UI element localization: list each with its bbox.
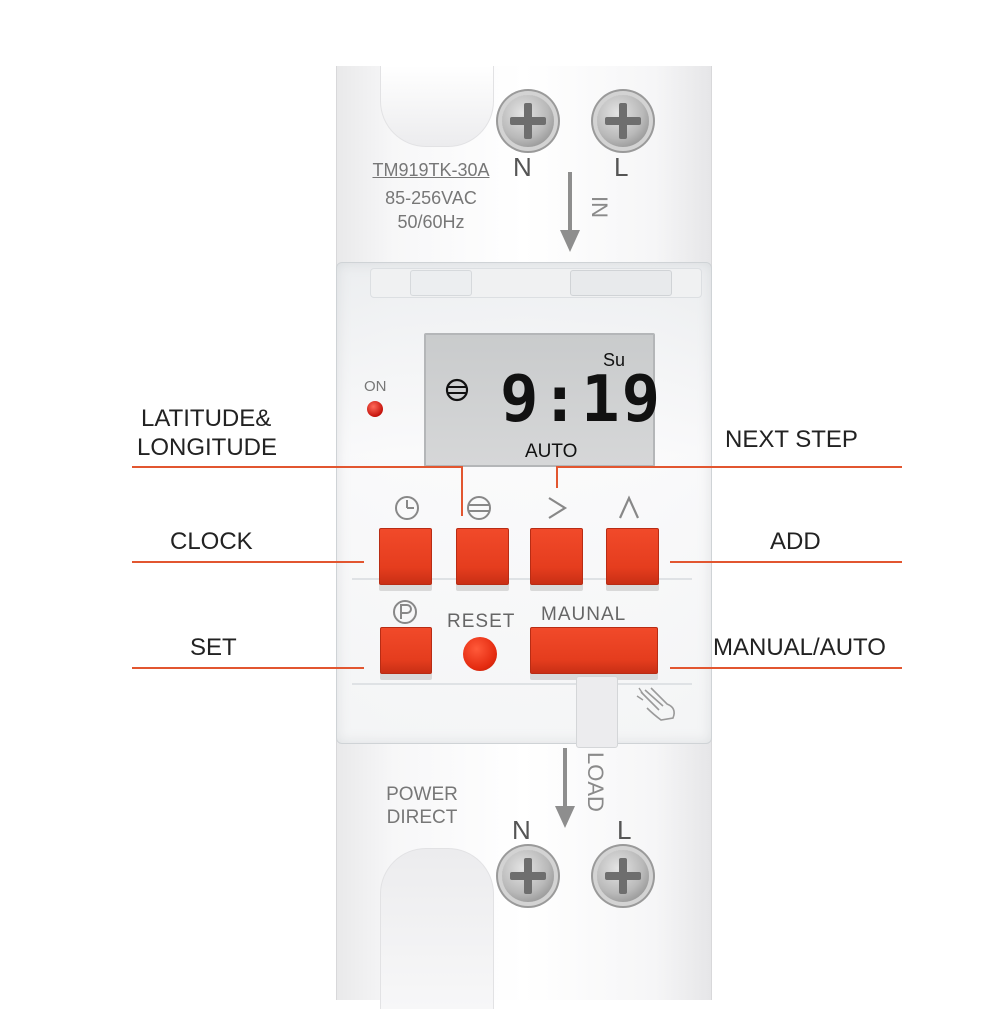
voltage-rating: 85-256VAC: [385, 188, 477, 208]
leader-line-next-step-drop: [556, 466, 558, 488]
leader-line-clock: [132, 561, 364, 563]
in-label: IN: [587, 196, 612, 218]
callout-clock: CLOCK: [170, 528, 253, 555]
terminal-screw-bottom-l: [597, 850, 649, 902]
load-arrow-shaft: [563, 748, 567, 808]
callout-set: SET: [190, 634, 237, 661]
cover-tab-right: [570, 270, 672, 296]
leader-line-add: [670, 561, 902, 563]
clock-button[interactable]: [379, 528, 432, 585]
on-indicator-led: [367, 401, 383, 417]
model-number: TM919TK-30A: [372, 160, 490, 180]
on-label: ON: [364, 378, 387, 395]
frequency-rating: 50/60Hz: [397, 212, 465, 232]
cover-divider-1: [352, 578, 692, 580]
terminal-label-top-l: L: [614, 152, 629, 182]
lcd-display: [424, 333, 655, 467]
terminal-screw-top-n: [502, 95, 554, 147]
callout-manual-auto: MANUAL/AUTO: [713, 634, 886, 661]
lcd-mode: AUTO: [525, 441, 578, 462]
in-arrow-head: [560, 230, 580, 252]
in-arrow-shaft: [568, 172, 572, 232]
p-circle-icon: [393, 600, 417, 624]
terminal-screw-top-l: [597, 95, 649, 147]
load-arrow-head: [555, 806, 575, 828]
din-rail-notch-bottom: [380, 848, 494, 1009]
terminal-label-top-n: N: [513, 152, 532, 182]
callout-add: ADD: [770, 528, 821, 555]
leader-line-manual-auto: [670, 667, 902, 669]
reset-button[interactable]: [463, 637, 497, 671]
terminal-label-bottom-n: N: [512, 815, 531, 845]
leader-line-set: [132, 667, 364, 669]
load-label: LOAD: [583, 752, 608, 812]
power-label: POWER: [386, 784, 458, 805]
hand-pointer-icon: [636, 687, 675, 721]
latitude-longitude-button[interactable]: [456, 528, 509, 585]
manual-auto-button[interactable]: [530, 627, 658, 674]
din-rail-notch-top: [380, 66, 494, 147]
globe-icon: [467, 496, 491, 520]
maunal-label: MAUNAL: [541, 604, 627, 625]
lcd-time: 9:19: [500, 363, 663, 437]
callout-latitude-line1: LATITUDE&: [141, 405, 272, 432]
cover-latch[interactable]: [576, 676, 618, 748]
callout-latitude-line2: LONGITUDE: [137, 434, 278, 461]
leader-line-next-step: [556, 466, 902, 468]
set-button[interactable]: [380, 627, 432, 674]
callout-next-step: NEXT STEP: [725, 426, 858, 453]
terminal-screw-bottom-n: [502, 850, 554, 902]
cover-divider-2: [352, 683, 692, 685]
lcd-globe-icon: [445, 378, 469, 402]
cover-tab-left: [410, 270, 472, 296]
next-step-button[interactable]: [530, 528, 583, 585]
leader-line-latitude-drop: [461, 466, 463, 516]
add-button[interactable]: [606, 528, 659, 585]
chevron-up-icon: [618, 495, 640, 519]
leader-line-latitude: [132, 466, 462, 468]
direct-label: DIRECT: [386, 807, 458, 828]
clock-icon: [395, 496, 419, 520]
chevron-right-icon: [548, 497, 568, 519]
lcd-day: Su: [603, 350, 626, 370]
reset-label: RESET: [447, 611, 516, 632]
terminal-label-bottom-l: L: [617, 815, 632, 845]
